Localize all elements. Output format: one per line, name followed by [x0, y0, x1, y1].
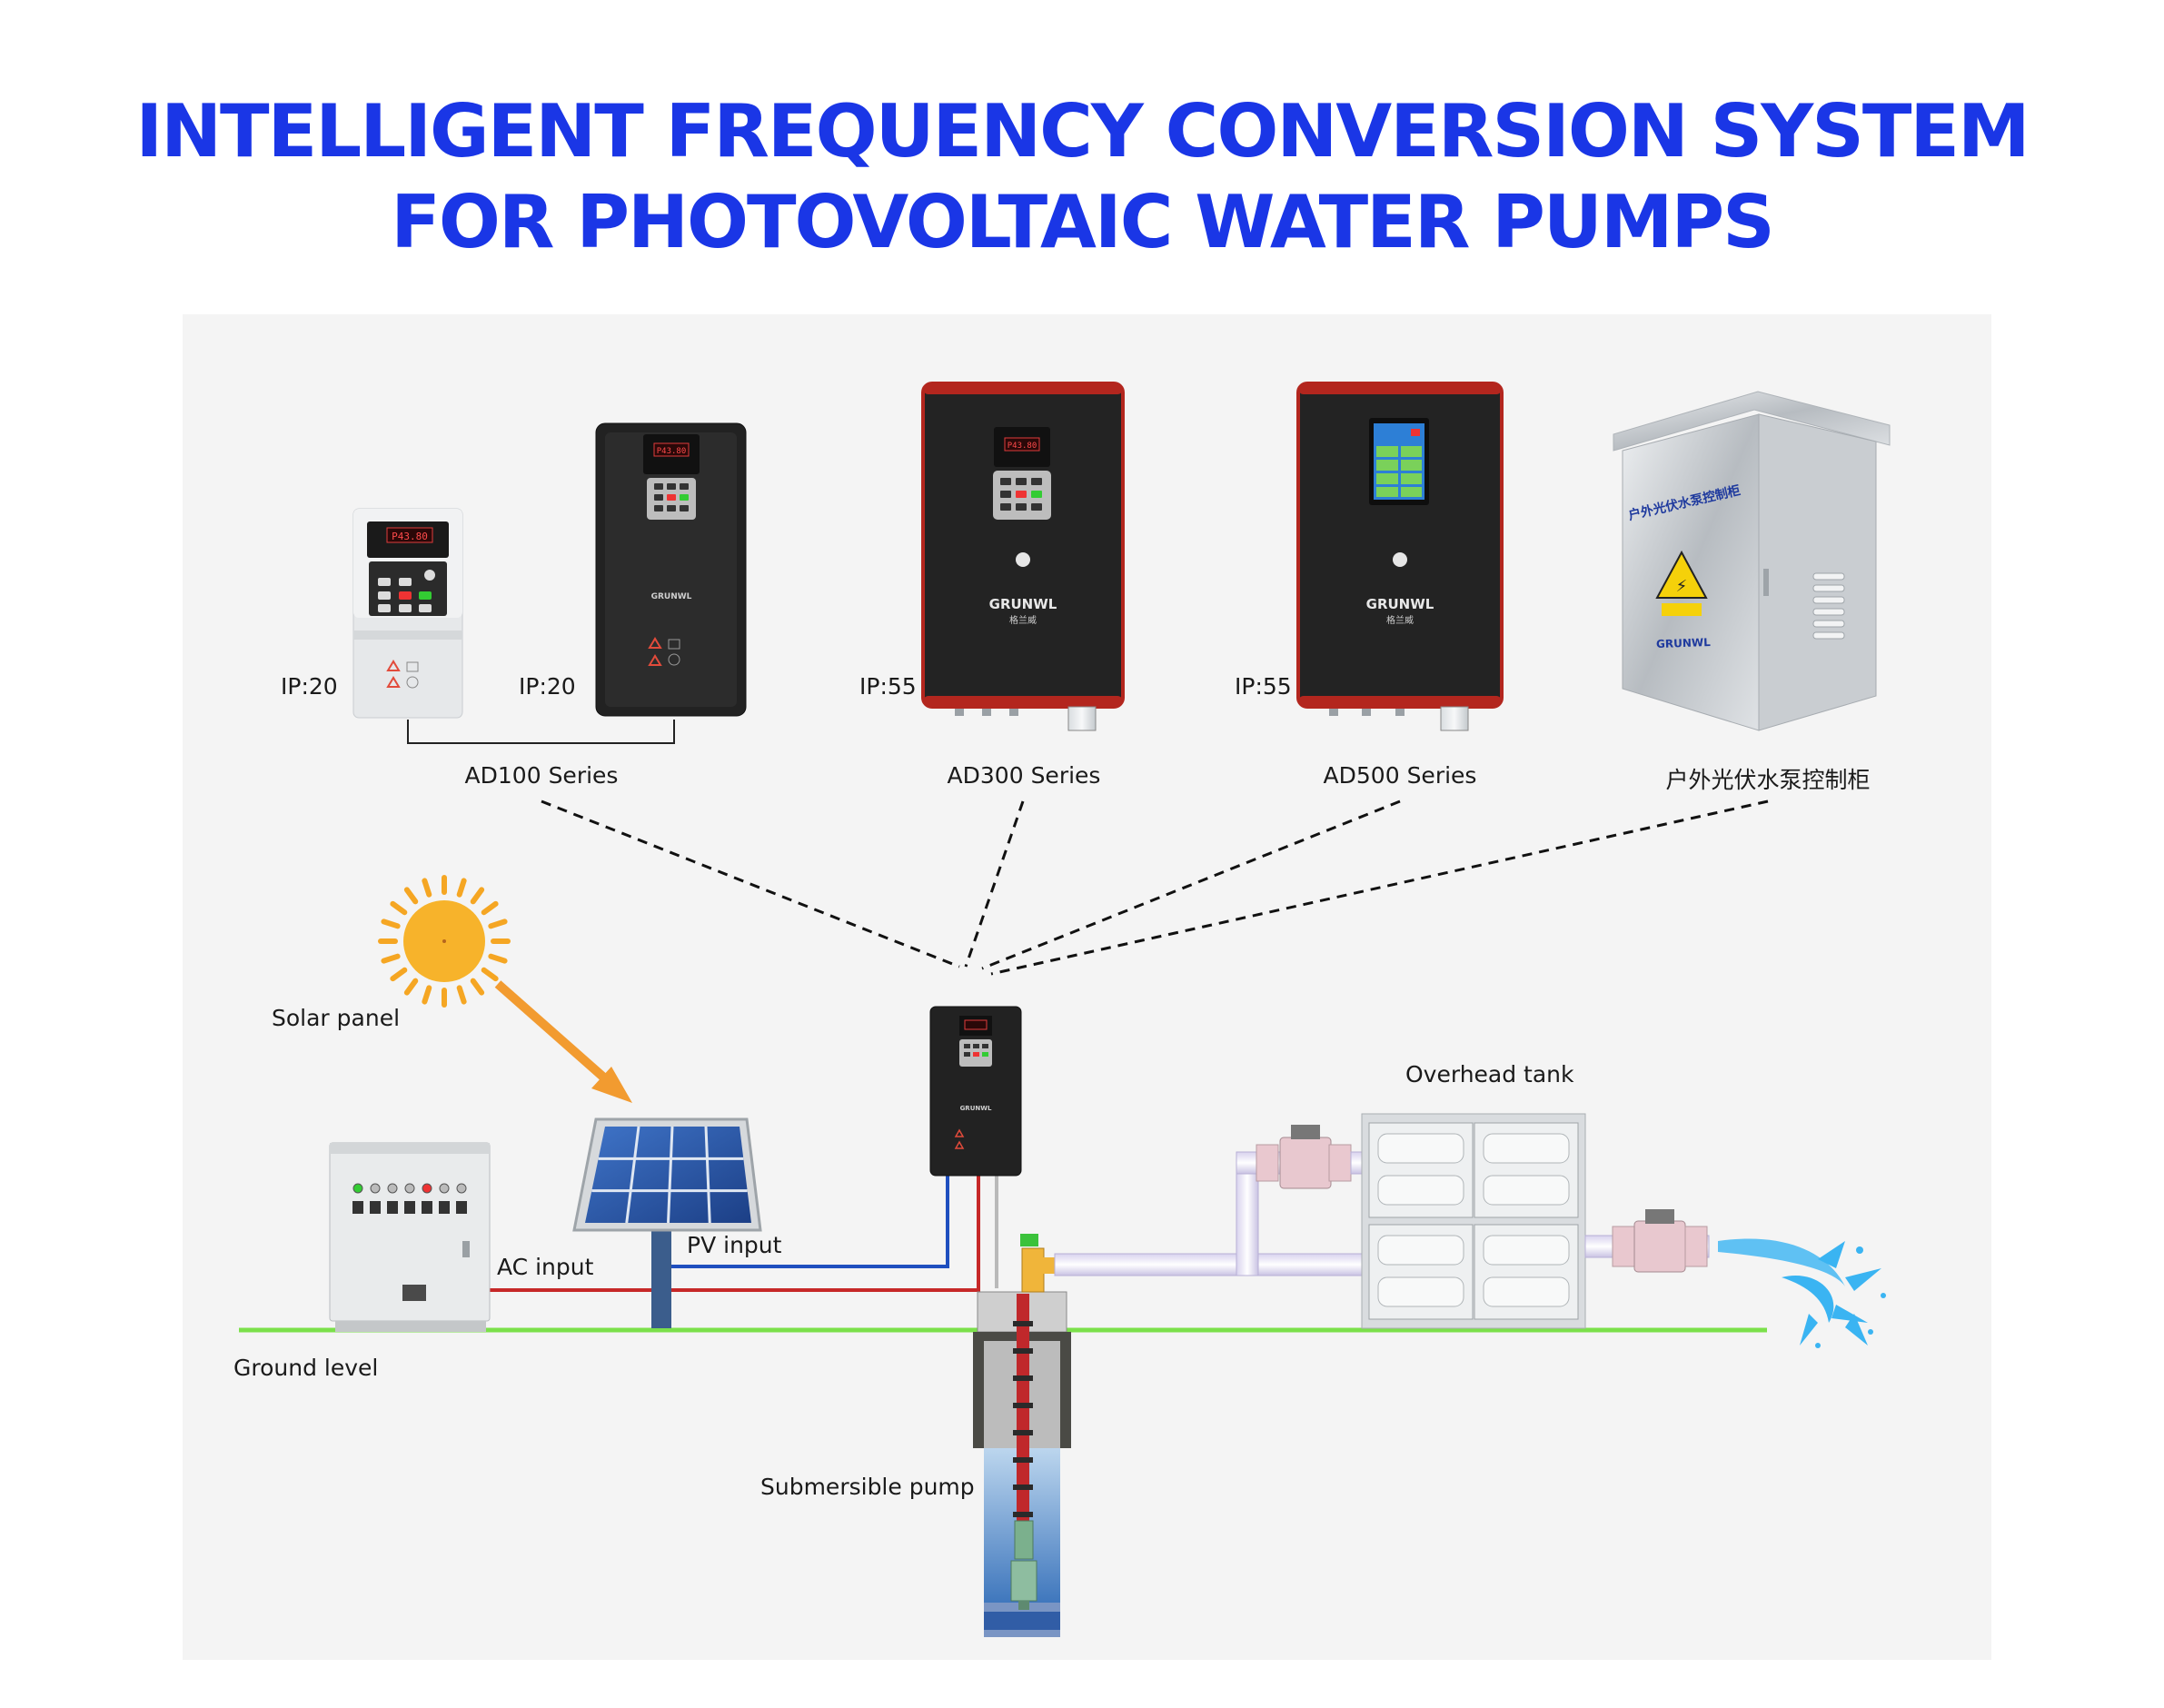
ad500-brand: GRUNWL — [1366, 596, 1434, 612]
sunlight-arrow — [494, 980, 618, 1090]
overhead-tank — [1361, 1113, 1586, 1329]
ad300-series-label: AD300 Series — [947, 762, 1101, 789]
sunlight-arrow-head — [591, 1067, 632, 1103]
ad100-black-drive: P43.80 GRUNWL — [595, 422, 747, 717]
ad300-brand-cn: 格兰威 — [1009, 614, 1037, 626]
ad300-display: P43.80 — [1008, 442, 1037, 451]
cabinet-brand: GRUNWL — [1656, 636, 1712, 650]
wellhead-valve — [1020, 1234, 1055, 1293]
ac-input-label: AC input — [497, 1254, 594, 1280]
ad100-series-label: AD100 Series — [464, 762, 619, 789]
ad500-series-label: AD500 Series — [1323, 762, 1477, 789]
ground-level-label: Ground level — [233, 1355, 379, 1381]
ac-distribution-box — [329, 1142, 491, 1332]
ad100-white-drive: P43.80 — [352, 508, 463, 719]
ad500-drive: GRUNWL 格兰威 — [1296, 382, 1504, 731]
pv-wire — [667, 1176, 949, 1268]
submersible-pump-well — [973, 1291, 1071, 1637]
cabinet-series-label: 户外光伏水泵控制柜 — [1665, 767, 1871, 793]
outlet-pipe — [1584, 1209, 1710, 1273]
ad300-rating: IP:55 — [859, 673, 917, 700]
solar-panel-label: Solar panel — [272, 1005, 401, 1031]
ad100-white-display: P43.80 — [392, 531, 428, 542]
solar-panel-icon — [572, 1117, 762, 1328]
ad300-brand: GRUNWL — [989, 596, 1057, 612]
ad100-brand: GRUNWL — [651, 592, 692, 601]
ad500-rating: IP:55 — [1235, 673, 1292, 700]
page-subtitle: FOR PHOTOVOLTAIC WATER PUMPS — [391, 180, 1774, 264]
water-splash-icon — [1718, 1238, 1886, 1348]
ad100-white-rating: IP:20 — [281, 673, 338, 700]
ad500-brand-cn: 格兰威 — [1386, 614, 1414, 626]
overhead-tank-label: Overhead tank — [1405, 1061, 1574, 1087]
central-vfd-brand: GRUNWL — [960, 1105, 992, 1112]
diagram-panel: P43.80 P43.80 — [183, 314, 1991, 1660]
ad100-black-rating: IP:20 — [519, 673, 576, 700]
pv-input-label: PV input — [687, 1232, 782, 1258]
central-vfd: GRUNWL — [929, 1006, 1022, 1177]
ad100-bracket — [407, 720, 675, 744]
system-diagram: P43.80 P43.80 — [239, 382, 1891, 1637]
dashed-connectors — [541, 799, 1769, 976]
sun-icon — [378, 875, 511, 1008]
submersible-pump-label: Submersible pump — [760, 1474, 975, 1500]
ad300-drive: P43.80 GRUNWL 格兰威 — [921, 382, 1125, 731]
ad100-black-display: P43.80 — [657, 447, 687, 456]
outdoor-control-cabinet: 户外光伏水泵控制柜 ⚡ GRUNWL — [1613, 391, 1891, 731]
svg-text:⚡: ⚡ — [1676, 577, 1688, 596]
page-title: INTELLIGENT FREQUENCY CONVERSION SYSTEM — [135, 89, 2030, 174]
